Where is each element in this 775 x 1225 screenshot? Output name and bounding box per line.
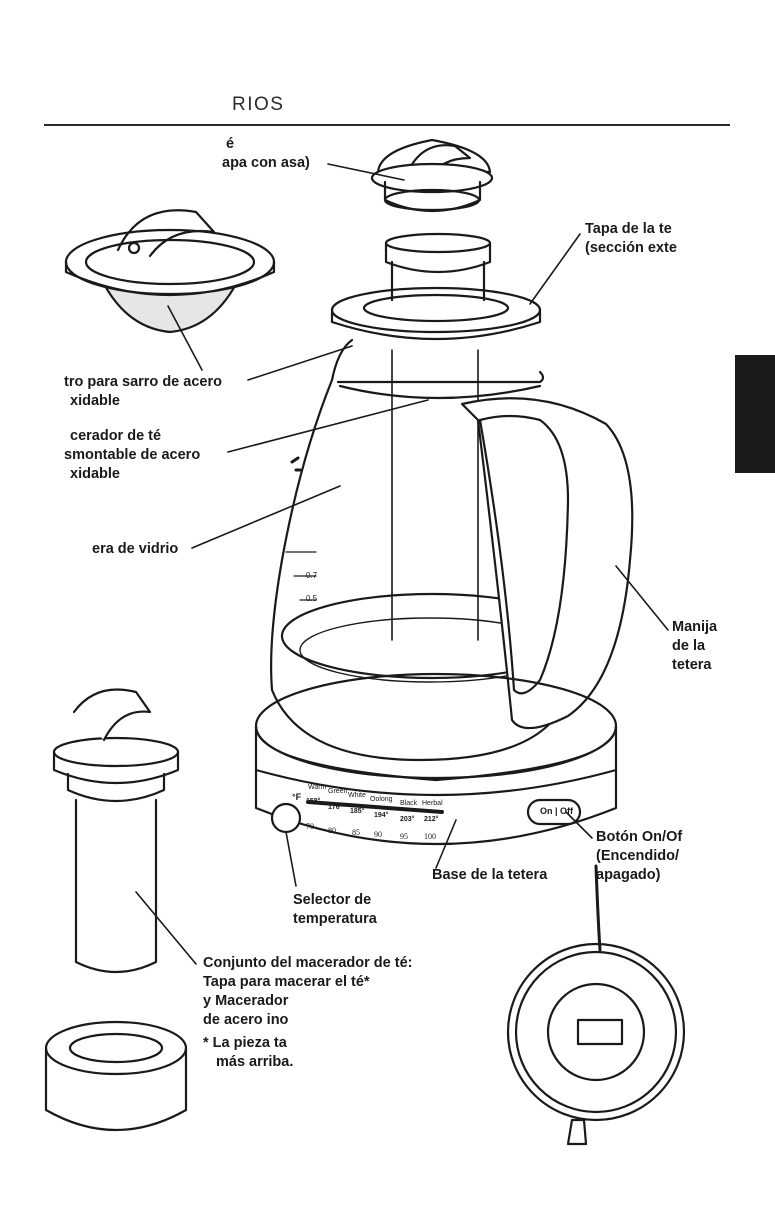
dial-unit: °F [292, 792, 302, 802]
label-power-button: Botón On/Of (Encendido/ apagado) [596, 829, 683, 883]
dial-f-5: 212° [424, 816, 439, 823]
dial-c-3: 90 [374, 830, 382, 839]
dial-c-5: 100 [424, 832, 436, 841]
dial-name-green: Green [328, 788, 348, 795]
dial-name-herbal: Herbal [422, 800, 443, 807]
strainer-illustration [64, 209, 276, 334]
dial-name-white: White [348, 792, 366, 799]
label-carafe: era de vidrio [92, 541, 179, 557]
label-lid-top: é apa con asa) [222, 136, 310, 171]
label-base: Base de la tetera [432, 867, 548, 883]
label-note: * La pieza ta más arriba. [203, 1035, 294, 1070]
leader-lines [135, 163, 669, 965]
label-kettle-lid: Tapa de la te (sección exte [585, 221, 677, 256]
on-off-switch-label: On | Off [540, 806, 574, 816]
infuser-top-illustration [384, 232, 492, 292]
label-infuser: cerador de té smontable de acero xidable [64, 428, 201, 482]
label-assembly: Conjunto del macerador de té: Tapa para … [203, 955, 413, 1028]
dial-c-2: 85 [352, 828, 360, 837]
kettle-illustration [254, 338, 634, 846]
infuser-illustration [44, 688, 188, 1131]
base-underside-illustration [506, 864, 686, 1146]
dial-f-0: 158° [306, 798, 321, 805]
dial-c-4: 95 [400, 832, 408, 841]
language-tab [735, 355, 775, 473]
dial-f-4: 203° [400, 816, 415, 823]
dial-c-0: 70 [306, 822, 314, 831]
dial-name-warm: Warm [308, 784, 327, 791]
dial-name-oolong: Oolong [370, 796, 393, 803]
dial-f-2: 185° [350, 808, 365, 815]
carafe-mark-07: 0.7 [306, 571, 318, 580]
section-title: RIOS [232, 94, 285, 115]
lid-illustration [370, 138, 494, 213]
dial-f-3: 194° [374, 812, 389, 819]
label-handle: Manija de la tetera [672, 619, 718, 673]
dial-f-1: 176° [328, 804, 343, 811]
header-rule [44, 124, 730, 126]
label-selector: Selector de temperatura [293, 892, 377, 927]
dial-c-1: 80 [328, 826, 336, 835]
kettle-lid-illustration [330, 286, 542, 341]
dial-name-black: Black [400, 800, 418, 807]
label-filter: tro para sarro de acero xidable [64, 374, 222, 409]
carafe-mark-05: 0.5 [306, 594, 318, 603]
